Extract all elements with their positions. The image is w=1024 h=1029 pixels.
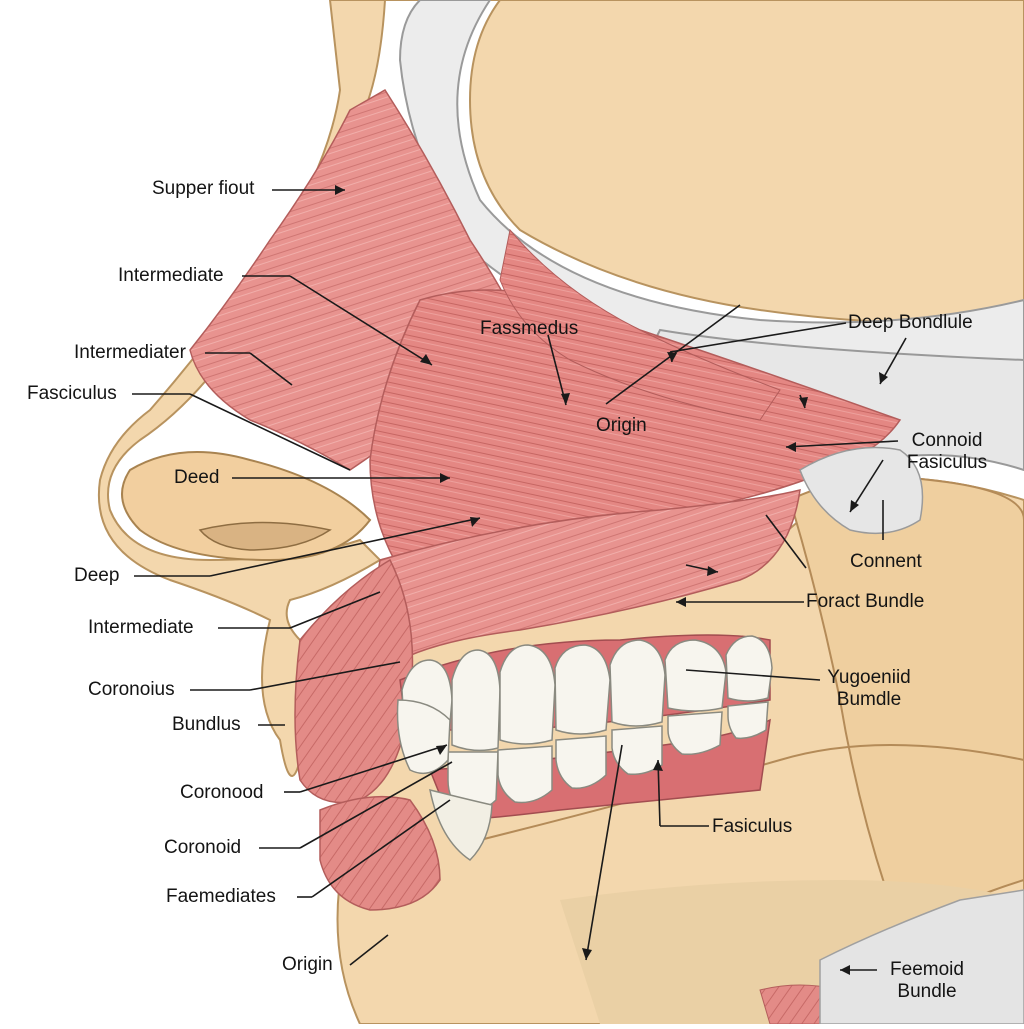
label-origin-bottom: Origin: [282, 954, 333, 976]
label-deep: Deep: [74, 565, 119, 587]
label-origin-center: Origin: [596, 415, 647, 437]
label-coronoid: Coronoid: [164, 837, 241, 859]
label-intermediater: Intermediater: [74, 342, 186, 364]
label-fassmedus: Fassmedus: [480, 318, 578, 340]
label-connent: Connent: [850, 551, 922, 573]
label-connoid-fasiculus: Connoid Fasiculus: [892, 430, 1002, 474]
label-feemoid-line1: Feemoid: [890, 959, 964, 980]
label-fasciculus-left: Fasciculus: [27, 383, 117, 405]
label-feemoid-bundle: Feemoid Bundle: [872, 959, 982, 1003]
label-faemediates: Faemediates: [166, 886, 276, 908]
label-connoid-line1: Connoid: [912, 430, 983, 451]
label-fasiculus-right: Fasiculus: [712, 816, 792, 838]
label-bundlus: Bundlus: [172, 714, 241, 736]
label-coronoius: Coronoius: [88, 679, 175, 701]
label-foract-bundle: Foract Bundle: [806, 591, 924, 613]
label-connoid-line2: Fasiculus: [907, 452, 987, 473]
label-deep-bondlule: Deep Bondlule: [848, 312, 973, 334]
label-yugoeniid-bumdle: Yugoeniid Bumdle: [814, 667, 924, 711]
label-supper-fiout: Supper fiout: [152, 178, 254, 200]
label-deed: Deed: [174, 467, 219, 489]
label-yugoeniid-line1: Yugoeniid: [827, 667, 910, 688]
label-intermediate-upper: Intermediate: [118, 265, 224, 287]
label-intermediate-lower: Intermediate: [88, 617, 194, 639]
label-coronood: Coronood: [180, 782, 263, 804]
label-feemoid-line2: Bundle: [897, 981, 956, 1002]
label-yugoeniid-line2: Bumdle: [837, 689, 901, 710]
